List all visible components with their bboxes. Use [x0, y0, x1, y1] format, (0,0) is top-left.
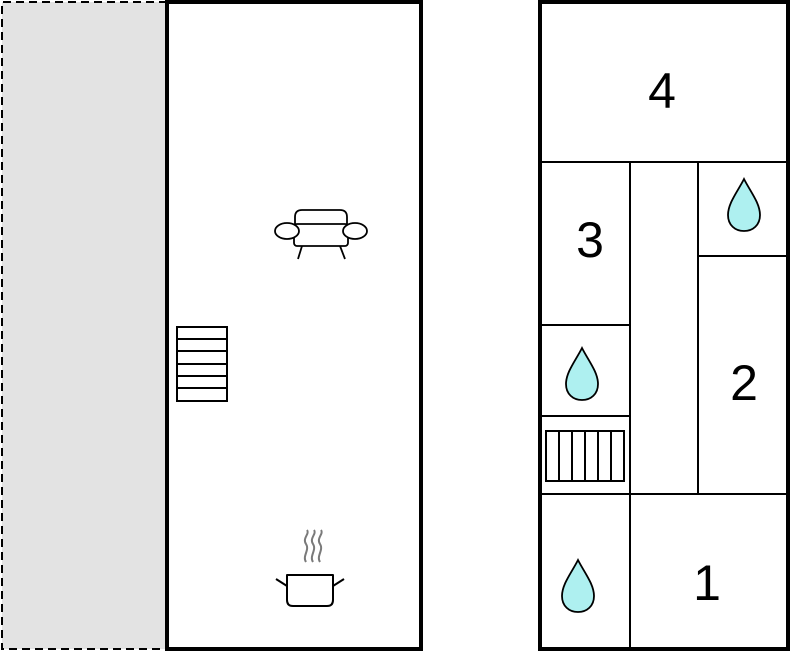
staircase-icon [176, 326, 228, 402]
room-number-2: 2 [730, 355, 758, 411]
room-number-3: 3 [576, 212, 604, 268]
room-number-4: 4 [648, 63, 676, 119]
staircase-icon [545, 430, 625, 482]
interior-walls [540, 161, 788, 649]
upper-floor-plan: 4 3 2 1 [538, 0, 790, 651]
ground-floor-plan [165, 0, 423, 651]
cooking-pot-icon [275, 529, 345, 607]
terrace-dashed-border [1, 1, 167, 650]
sofa-icon [274, 209, 368, 260]
terrace-area [1, 1, 167, 650]
ground-floor-outline [165, 0, 423, 651]
room-number-1: 1 [693, 555, 721, 611]
terrace-fill [2, 2, 167, 649]
steam-lines [303, 529, 323, 563]
